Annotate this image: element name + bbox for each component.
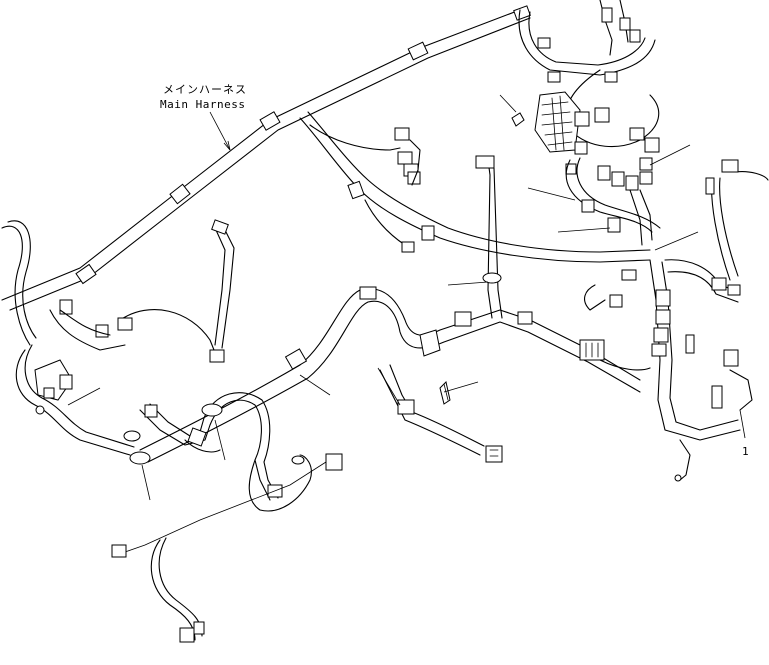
connector <box>193 621 205 635</box>
connector <box>621 269 637 281</box>
connector <box>619 17 631 31</box>
relay <box>639 157 653 171</box>
connector <box>655 289 671 307</box>
vertical-branch <box>475 155 503 319</box>
relay <box>639 171 653 185</box>
connector <box>727 284 741 296</box>
harness-clip <box>347 180 365 200</box>
main-harness-leader <box>209 111 231 151</box>
connector <box>59 299 73 315</box>
grommet <box>201 403 223 417</box>
relay <box>597 165 611 181</box>
connector <box>209 349 225 363</box>
harness-clip <box>517 311 533 325</box>
connector <box>144 404 158 418</box>
connector <box>117 317 133 331</box>
connector <box>685 334 695 354</box>
relay <box>611 171 625 187</box>
bracket <box>187 427 207 447</box>
connector <box>705 177 715 195</box>
bracket <box>397 399 415 415</box>
connector <box>43 387 55 399</box>
harness-clip <box>407 41 429 61</box>
relay <box>574 141 588 155</box>
connector <box>325 453 343 471</box>
harness-clip <box>454 311 472 327</box>
ring-terminal <box>674 474 682 482</box>
connector <box>211 219 229 235</box>
connector <box>179 627 195 643</box>
harness-clip <box>259 111 281 131</box>
connector <box>511 112 525 127</box>
connector <box>653 327 669 343</box>
connector <box>723 349 739 367</box>
bolt <box>439 381 451 405</box>
connector <box>721 159 739 173</box>
connector <box>655 309 671 325</box>
connector <box>59 374 73 390</box>
lower-harness <box>139 286 651 463</box>
grommet <box>129 451 151 465</box>
relay <box>565 163 577 175</box>
fuse-box <box>511 91 661 246</box>
harness-clip <box>513 5 531 21</box>
connector <box>711 385 723 409</box>
arrow-head-icon <box>223 140 231 151</box>
main-harness-label-jp: メインハーネス <box>163 83 247 96</box>
harness-clip <box>421 225 435 241</box>
harness-clip <box>359 286 377 300</box>
grommet <box>123 430 141 442</box>
connector <box>397 151 413 165</box>
bracket <box>419 329 441 357</box>
connector <box>547 71 561 83</box>
center-branch <box>299 111 651 263</box>
grommet <box>482 272 502 284</box>
ring-terminal <box>35 405 45 415</box>
connector <box>485 445 503 463</box>
connector <box>607 217 621 233</box>
harness-clip <box>75 263 97 285</box>
connector <box>537 37 551 49</box>
connector <box>394 127 410 141</box>
connector <box>601 7 613 23</box>
connector <box>604 71 618 83</box>
relay <box>629 127 645 141</box>
leader-lines <box>67 94 746 501</box>
relay <box>644 137 660 153</box>
center-lower-branch <box>379 364 503 463</box>
connector <box>111 544 127 558</box>
harness-clip <box>169 183 191 205</box>
connector <box>407 171 421 185</box>
main-harness-trunk <box>1 5 531 311</box>
relay <box>574 111 590 127</box>
reference-number: 1 <box>742 445 750 458</box>
connector <box>609 294 623 308</box>
relay <box>594 107 610 123</box>
ring-terminal <box>291 455 305 465</box>
connector <box>401 241 415 253</box>
lower-left-harness <box>111 392 343 643</box>
relay <box>625 175 639 191</box>
harness-clip <box>475 155 495 169</box>
connector <box>629 29 641 43</box>
connector <box>581 199 595 213</box>
left-harness <box>1 219 235 456</box>
main-harness-label-en: Main Harness <box>160 98 246 111</box>
harness-clip <box>284 348 308 370</box>
connector <box>711 277 727 291</box>
connector <box>651 343 667 357</box>
right-connectors <box>584 159 769 482</box>
connector <box>95 324 109 338</box>
